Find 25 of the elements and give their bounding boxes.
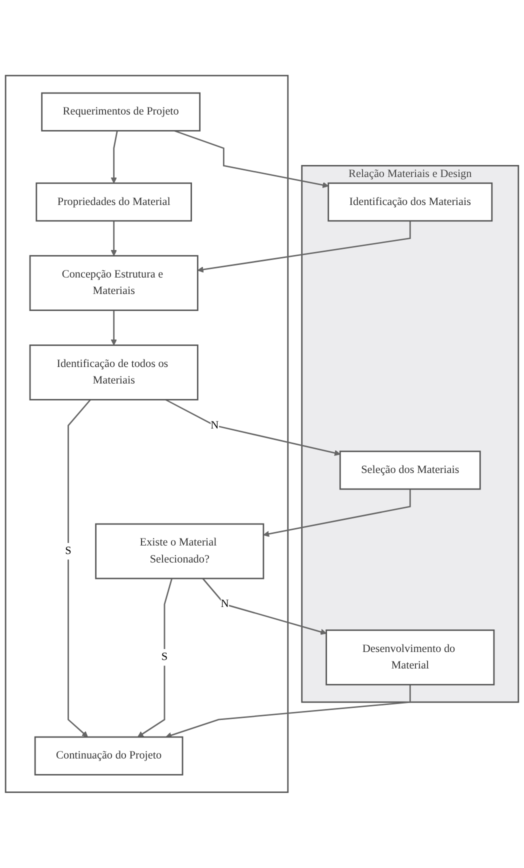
node-box: Seleção dos Materiais [339,450,481,490]
arrow [110,220,117,256]
arrow [110,130,118,184]
node-box: Identificação dos Materiais [328,182,493,222]
edge-label: S [161,651,168,664]
arrow [110,310,117,346]
arrow [68,399,91,738]
node-box: Continuação do Projeto [34,736,184,776]
arrow [202,578,327,635]
arrow [197,220,411,273]
node-box: Requerimentos de Projeto [41,92,201,132]
node-box: Propriedades do Material [36,182,192,222]
cluster [4,74,289,794]
arrow [137,578,173,738]
arrow [165,399,340,456]
node-box: Existe o Material Selecionado? [95,523,264,580]
node-box: Desenvolvimento do Material [326,630,495,686]
edge-label: N [220,598,229,610]
node-box: Concepção Estrutura e Materiais [29,255,198,312]
node-box: Identificação de todos os Materiais [29,344,198,400]
edge-label: N [210,419,219,432]
arrow [174,130,329,188]
arrow [166,684,411,738]
arrow [263,489,411,538]
edge-label: S [65,545,72,557]
